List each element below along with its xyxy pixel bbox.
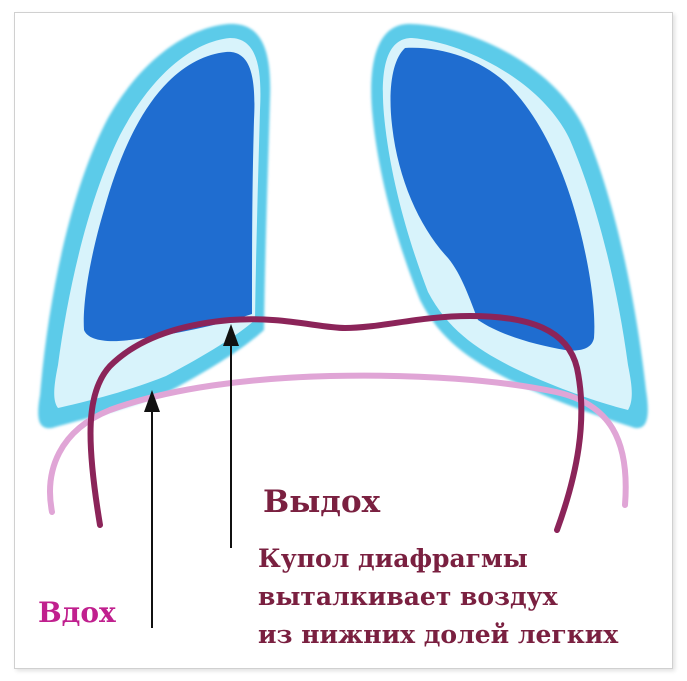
left-lung (38, 24, 270, 428)
exhale-description-line-3: из нижних долей легких (258, 616, 618, 654)
inhale-label: Вдох (38, 596, 116, 629)
exhale-description-line-2: выталкивает воздух (258, 578, 618, 616)
exhale-description: Купол диафрагмы выталкивает воздух из ни… (258, 540, 618, 654)
exhale-label: Выдох (263, 484, 380, 520)
inhale-arrow (144, 390, 160, 628)
right-lung (371, 24, 648, 428)
left-lung-inner (84, 52, 255, 341)
exhale-description-line-1: Купол диафрагмы (258, 540, 618, 578)
right-lung-inner (391, 48, 595, 351)
